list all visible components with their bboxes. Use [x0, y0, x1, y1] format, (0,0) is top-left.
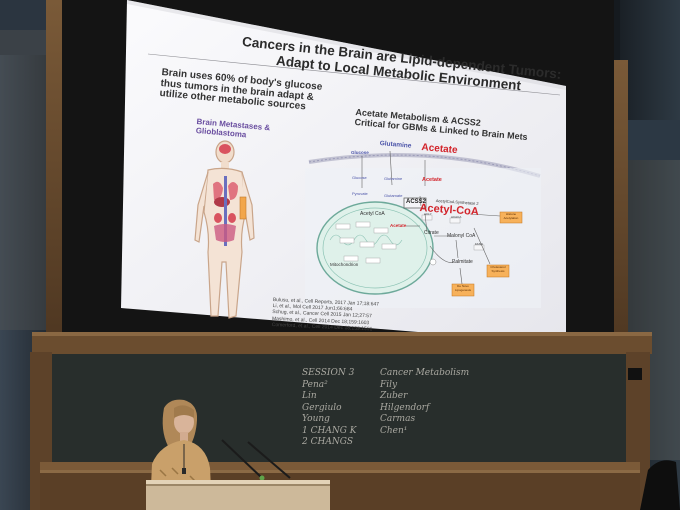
podium — [146, 480, 330, 510]
chalk-right-6: Chen¹ — [380, 425, 408, 436]
chalk-left-6: 1 CHANG K — [302, 425, 357, 436]
chalk-left-7: 2 CHANGS — [302, 437, 354, 447]
chalkboard-right-column: Cancer Metabolism Fily Zuber Hilgendorf … — [380, 368, 469, 437]
glutamine-inner-label: Glutamine — [384, 176, 403, 181]
pyruvate-label: Pyruvate — [352, 191, 368, 196]
acaca-label: ACACA — [451, 215, 462, 219]
chalk-right-4: Hilgendorf — [380, 402, 430, 413]
acss2-label: ACSS2 — [406, 199, 427, 205]
chalk-left-5: Young — [302, 414, 330, 424]
acly-label: ACLY — [424, 212, 432, 216]
palmitate-label: Palmitate — [452, 259, 473, 265]
chalk-right-1: Cancer Metabolism — [380, 368, 470, 378]
mitochondrion-label: Mitochondrion — [330, 262, 359, 267]
audience-chair — [640, 460, 680, 510]
glucose-inner-label: Glucose — [352, 175, 367, 180]
fasn-label: FASN — [475, 242, 483, 246]
acetate-metabolism-diagram — [305, 150, 541, 308]
citrate-label: Citrate — [424, 230, 439, 236]
chalkboard-left-column: SESSION 3 Pena² Lin Gergiulo Young 1 CHA… — [302, 368, 356, 449]
acetate-mito-label: Acetate — [390, 223, 407, 228]
glucose-label: Glucose — [351, 150, 369, 155]
chalk-left-4: Gergiulo — [302, 402, 342, 413]
chalk-right-3: Zuber — [380, 391, 408, 401]
cholesterol-synthesis-label: Cholesterol Synthesis — [490, 265, 506, 273]
body-organs — [213, 144, 247, 246]
histone-acetylation-label: Histone Acetylation — [503, 212, 519, 220]
malonyl-coa-label: Malonyl CoA — [447, 233, 476, 239]
acetyl-coa-mito-label: Acetyl CoA — [360, 211, 385, 217]
acetate-mid-label: Acetate — [422, 177, 442, 183]
chalk-left-1: SESSION 3 — [302, 368, 355, 378]
chalk-right-5: Carmas — [380, 414, 416, 424]
chalk-left-2: Pena² — [302, 379, 328, 390]
glutamate-label: Glutamate — [384, 193, 403, 198]
chalk-right-2: Fily — [380, 379, 398, 390]
de-novo-lipogenesis-label: De Novo Lipogenesis — [454, 284, 471, 292]
chalk-left-3: Lin — [302, 391, 317, 401]
